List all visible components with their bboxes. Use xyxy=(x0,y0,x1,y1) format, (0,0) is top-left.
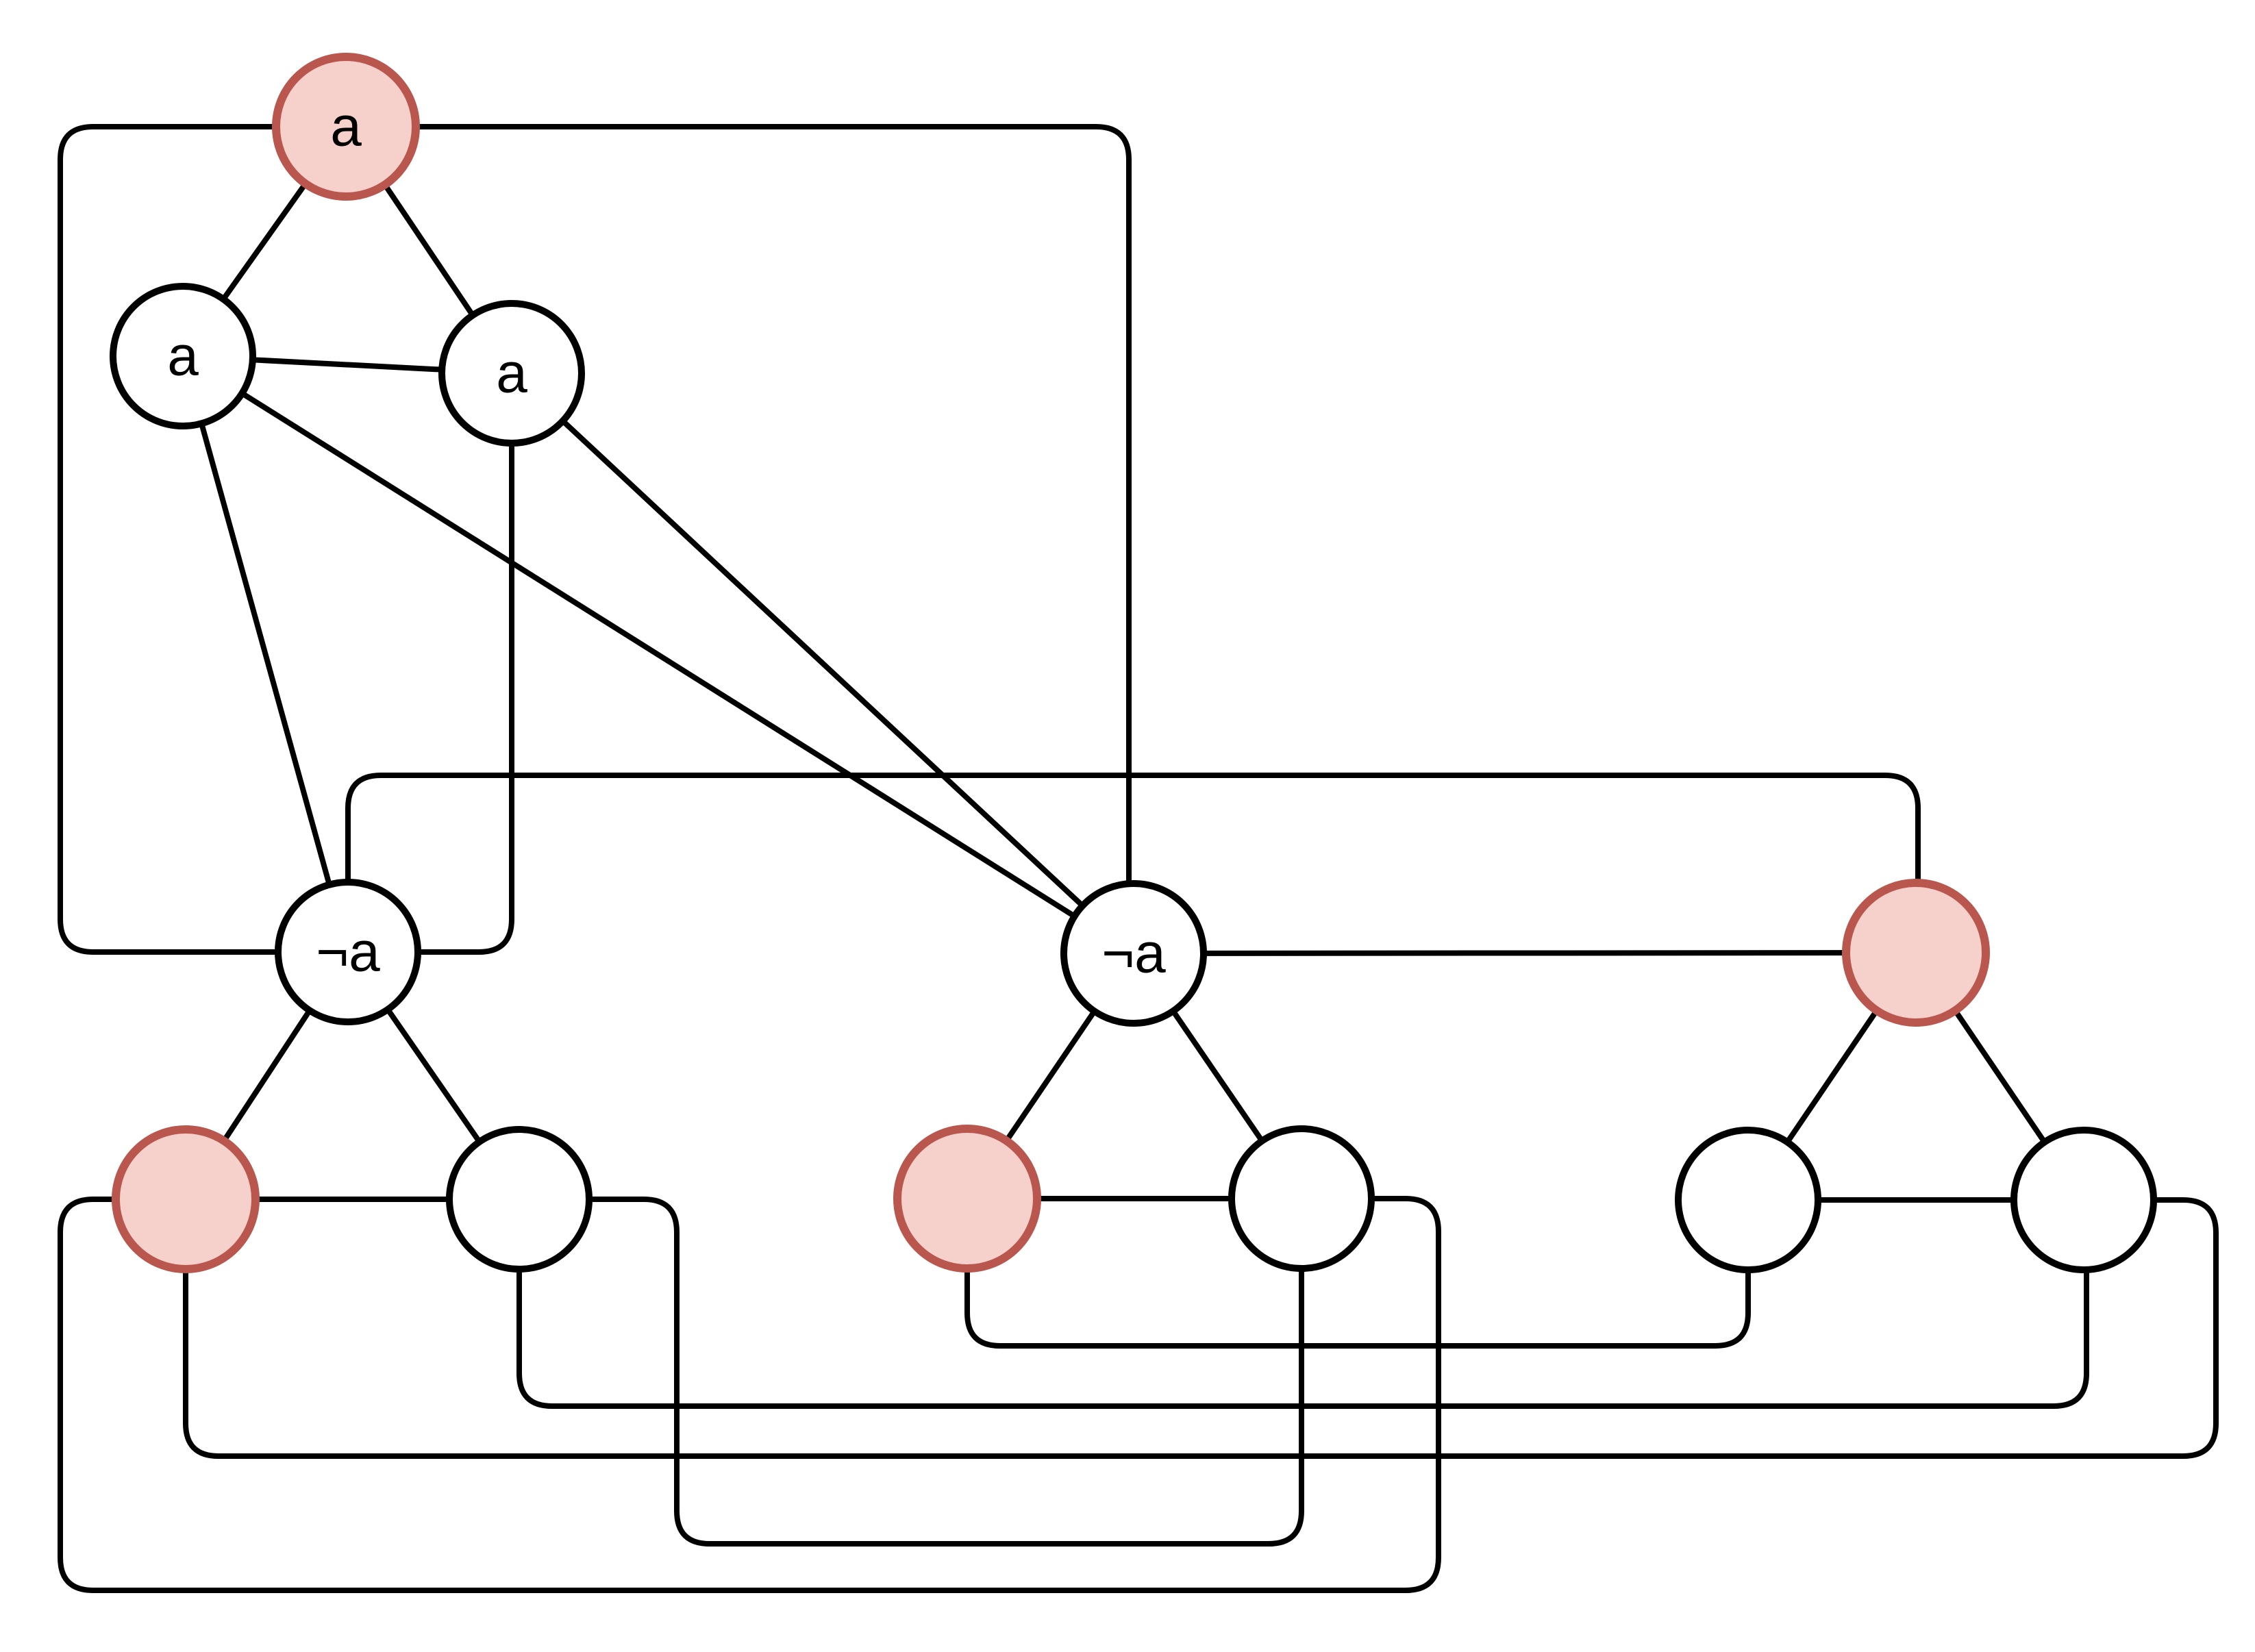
connector-not-a-left-to-right-parent-loop xyxy=(345,773,1921,953)
node-child-right-2 xyxy=(2010,1127,2157,1273)
node-circle-not-a-left xyxy=(275,879,421,1025)
connector-child-mid-1-to-child-right-1-loop xyxy=(964,1199,1751,1349)
connector-child-left-2-to-child-mid-2-loop xyxy=(519,1197,1304,1547)
node-circle-child-left-2 xyxy=(446,1126,593,1273)
node-a-root: a xyxy=(272,53,420,201)
node-blank-right-parent xyxy=(1842,879,1990,1027)
connector-child-left-2-to-child-right-2-loop xyxy=(516,1199,2089,1409)
node-not-a-mid: ¬a xyxy=(1060,880,1207,1027)
node-circle-blank-right-parent xyxy=(1842,879,1990,1027)
node-a-right: a xyxy=(438,300,585,447)
node-not-a-left: ¬a xyxy=(275,879,421,1025)
node-circle-child-left-1 xyxy=(112,1125,260,1273)
node-child-right-1 xyxy=(1675,1127,1821,1273)
node-circle-a-right xyxy=(438,300,585,447)
connector-a-root-to-not-a-mid-loop xyxy=(346,124,1132,953)
edge-a-right--not-a-mid xyxy=(510,371,1136,955)
node-label-a-root: a xyxy=(330,96,362,158)
node-circle-child-mid-1 xyxy=(893,1125,1041,1273)
node-circle-a-left xyxy=(110,283,256,429)
node-child-left-2 xyxy=(446,1126,593,1273)
node-a-left: a xyxy=(110,283,256,429)
node-child-left-1 xyxy=(112,1125,260,1273)
node-child-mid-1 xyxy=(893,1125,1041,1273)
edge-a-left--not-a-mid xyxy=(181,353,1136,956)
node-label-not-a-mid: ¬a xyxy=(1101,923,1166,985)
node-child-mid-2 xyxy=(1228,1125,1375,1272)
edge-a-left--not-a-left xyxy=(180,355,351,953)
connector-not-a-left-to-a-right-loop xyxy=(348,373,514,955)
straight-edges xyxy=(180,125,2086,1203)
nodes: a a a ¬a ¬a xyxy=(110,53,2157,1273)
connector-child-left-1-to-child-right-2-loop xyxy=(183,1197,2219,1459)
node-circle-child-mid-2 xyxy=(1228,1125,1375,1272)
node-label-a-left: a xyxy=(167,325,199,388)
ortho-connectors xyxy=(58,124,2219,1593)
node-label-not-a-left: ¬a xyxy=(316,921,380,984)
connector-a-root-to-not-a-left-loop xyxy=(58,124,348,955)
node-circle-a-root xyxy=(272,53,420,201)
node-circle-child-right-1 xyxy=(1675,1127,1821,1273)
connector-child-left-1-to-child-mid-2-loop xyxy=(58,1196,1441,1593)
node-circle-child-right-2 xyxy=(2010,1127,2157,1273)
node-circle-not-a-mid xyxy=(1060,880,1207,1027)
node-label-a-right: a xyxy=(496,342,527,405)
